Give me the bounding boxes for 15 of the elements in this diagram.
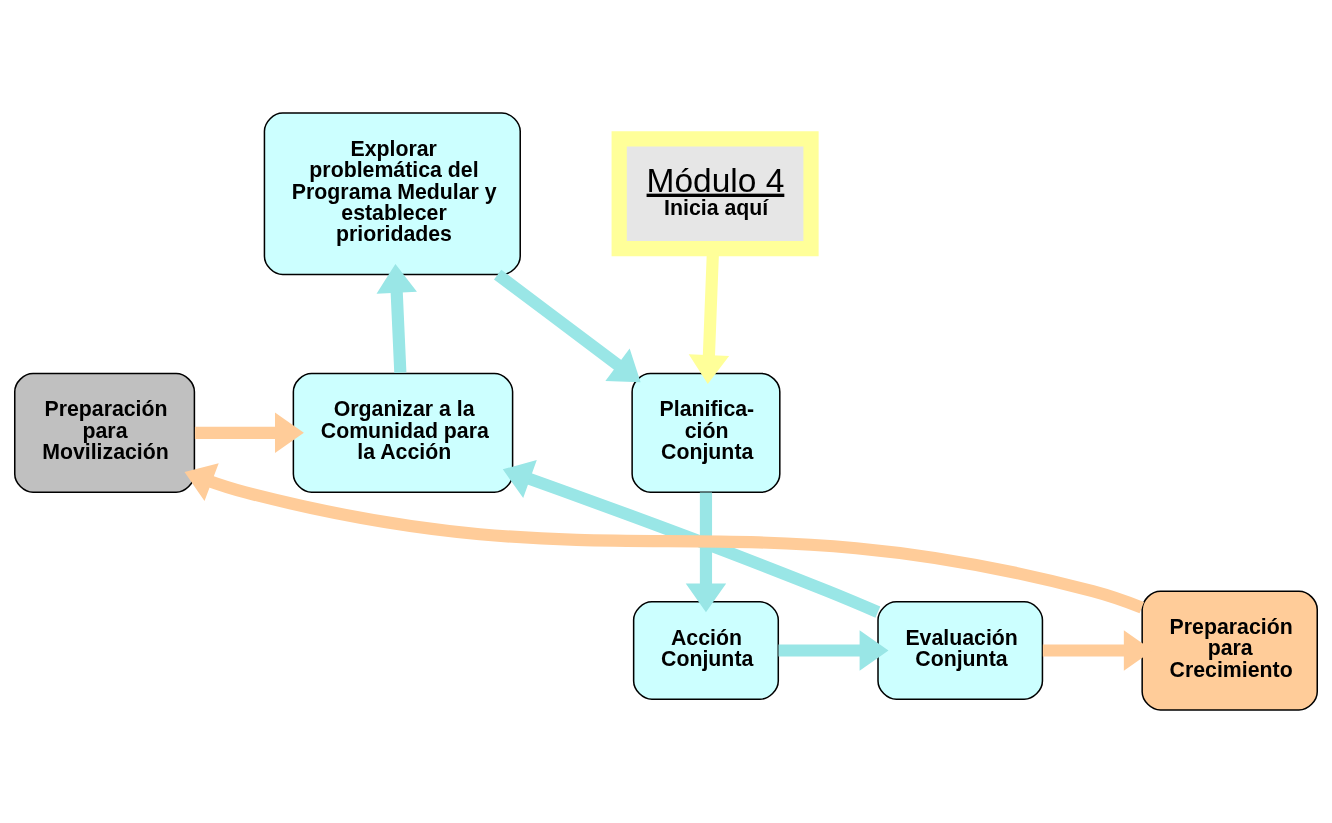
node-box: Acción Conjunta [632, 601, 780, 700]
node-box: Preparación para Crecimiento [1141, 590, 1318, 711]
node-box: Evaluación Conjunta [877, 601, 1044, 700]
arrow [685, 492, 727, 613]
arrow [778, 630, 889, 671]
arrow [376, 263, 417, 374]
arrow [502, 460, 881, 618]
node-box: Módulo 4 Inicia aquí [611, 131, 819, 257]
arrow [493, 269, 641, 383]
node-box: Organizar a la Comunidad para la Acción [292, 372, 514, 493]
node-box: Preparación para Movilización [14, 372, 196, 493]
node-box: Planifica- ción Conjunta [631, 372, 781, 493]
arrow [184, 463, 1144, 614]
node-box: Explorar problemática del Programa Medular y establecer prioridades [263, 112, 521, 276]
arrow [194, 412, 304, 454]
